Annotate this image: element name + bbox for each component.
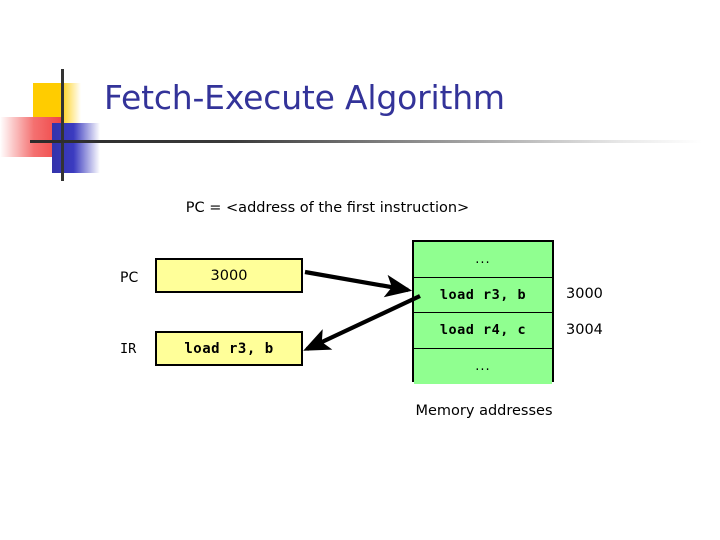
memory-address-label: 3004 (566, 322, 603, 338)
deco-red-square (0, 117, 62, 157)
memory-table: ... load r3, b load r4, c ... (412, 240, 554, 384)
ir-register-value: load r3, b (184, 340, 274, 357)
pc-register-value: 3000 (210, 267, 248, 284)
deco-vertical-line (61, 69, 64, 181)
memory-address-label: 3000 (566, 286, 603, 302)
page-title: Fetch-Execute Algorithm (104, 78, 505, 117)
subtitle-text: PC = <address of the first instruction> (185, 200, 470, 216)
memory-row: load r4, c (414, 313, 552, 349)
title-divider-rule (30, 140, 702, 143)
pc-register-box: 3000 (155, 258, 303, 293)
ir-register-box: load r3, b (155, 331, 303, 366)
memory-cell-content: ... (475, 358, 491, 374)
memory-row: ... (414, 348, 552, 384)
memory-cell-content: ... (475, 251, 491, 267)
slide-decoration (0, 55, 130, 181)
memory-cell-content: load r3, b (439, 286, 527, 303)
memory-row: load r3, b (414, 277, 552, 313)
memory-caption: Memory addresses (415, 403, 553, 419)
pc-register-label: PC (120, 270, 139, 286)
arrow-memory-to-ir (303, 294, 421, 351)
memory-row: ... (414, 242, 552, 278)
arrow-pc-to-memory (304, 269, 413, 298)
deco-blue-square (52, 123, 100, 173)
memory-cell-content: load r4, c (439, 322, 527, 339)
ir-register-label: IR (120, 341, 137, 357)
